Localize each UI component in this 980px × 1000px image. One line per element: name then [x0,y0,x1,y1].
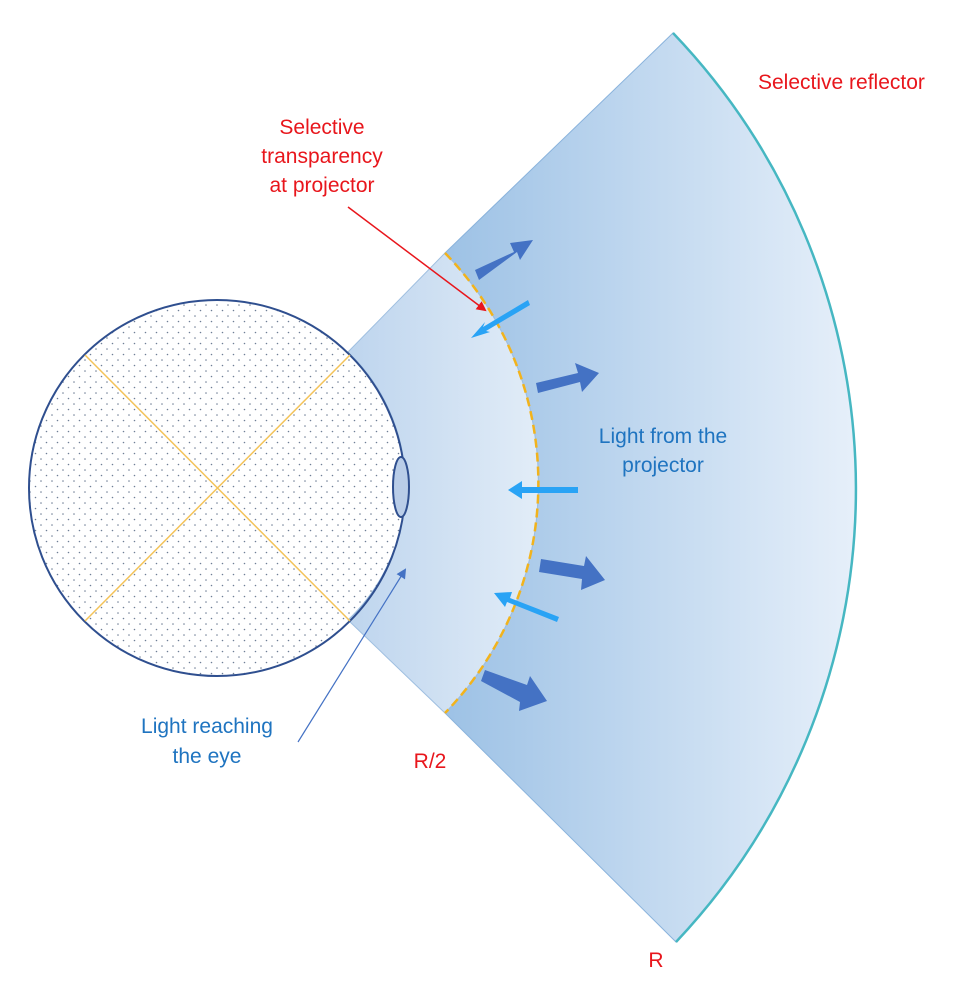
outward-arrows [475,240,605,711]
transparency-pointer-line [347,206,487,312]
r-half-label: R/2 [414,750,447,773]
projector-arrows [471,300,578,622]
projector-arrow-1 [471,300,530,338]
light-from-projector-label: Light from the projector [599,425,727,477]
light-from-projector-line-1: Light from the [599,425,727,448]
outward-arrow-3 [539,556,605,590]
selective-reflector-label: Selective reflector [758,71,925,94]
light-reaching-eye-line-1: Light reaching [141,715,273,738]
outward-arrow-1 [475,240,533,280]
lens [392,456,410,518]
eye-axis-2 [84,354,351,622]
outward-arrow-4 [481,670,547,711]
selective-transparency-ring [444,252,540,714]
light-from-projector-line-2: projector [622,454,704,477]
selective-transparency-line-1: Selective [279,116,364,139]
projector-arrow-3 [494,592,559,622]
eye-pointer-line [297,568,407,743]
eyeball [28,299,406,677]
selective-transparency-line-3: at projector [269,174,374,197]
selective-transparency-line-2: transparency [261,145,383,168]
r-label: R [648,949,663,972]
selective-reflector-edge [672,32,858,943]
projector-arrow-2 [508,481,578,499]
light-reaching-eye-line-2: the eye [173,745,242,768]
selective-transparency-label: Selective transparency at projector [261,116,383,197]
outward-arrow-2 [536,363,599,393]
light-reaching-eye-label: Light reaching the eye [141,715,273,768]
